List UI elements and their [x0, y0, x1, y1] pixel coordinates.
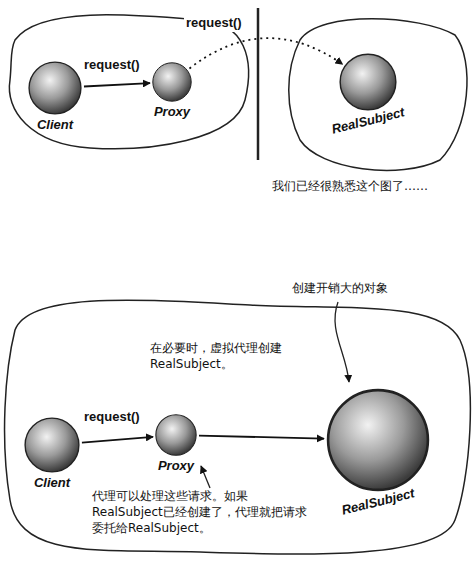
request-arrow — [84, 83, 150, 86]
sphere-node: RealSubject — [339, 53, 397, 111]
note-text: 我们已经很熟悉这个图了…… — [272, 178, 462, 194]
sphere — [152, 62, 192, 102]
edge-label: request() — [184, 14, 244, 32]
request-arrow — [199, 436, 324, 439]
edge-label: request() — [82, 408, 142, 426]
sphere — [28, 61, 82, 115]
request-arrow — [189, 38, 342, 68]
sphere-node: Client — [28, 61, 82, 115]
sphere — [326, 388, 430, 492]
note-text: 代理可以处理这些请求。如果RealSubject已经创建了，代理就把请求委托给R… — [92, 488, 318, 537]
sphere-node: Proxy — [152, 62, 192, 102]
node-label: Proxy — [158, 458, 194, 473]
divider-line — [257, 8, 260, 160]
node-label: Client — [37, 117, 73, 132]
node-label: Client — [34, 475, 70, 490]
edge-label: request() — [82, 56, 142, 74]
note-text: 在必要时，虚拟代理创建RealSubject。 — [150, 340, 290, 372]
sphere-node: Proxy — [155, 414, 197, 456]
region-blob — [289, 19, 467, 171]
region-blob — [9, 15, 248, 149]
leader-line — [335, 302, 349, 382]
request-arrow — [82, 437, 153, 443]
node-label: Proxy — [154, 104, 190, 119]
sphere — [155, 414, 197, 456]
sphere — [24, 417, 80, 473]
leader-line — [201, 466, 210, 488]
sphere — [339, 53, 397, 111]
sphere-node: Client — [24, 417, 80, 473]
note-text: 创建开销大的对象 — [292, 280, 442, 296]
region-blob — [5, 300, 471, 554]
sphere-node: RealSubject — [326, 388, 430, 492]
